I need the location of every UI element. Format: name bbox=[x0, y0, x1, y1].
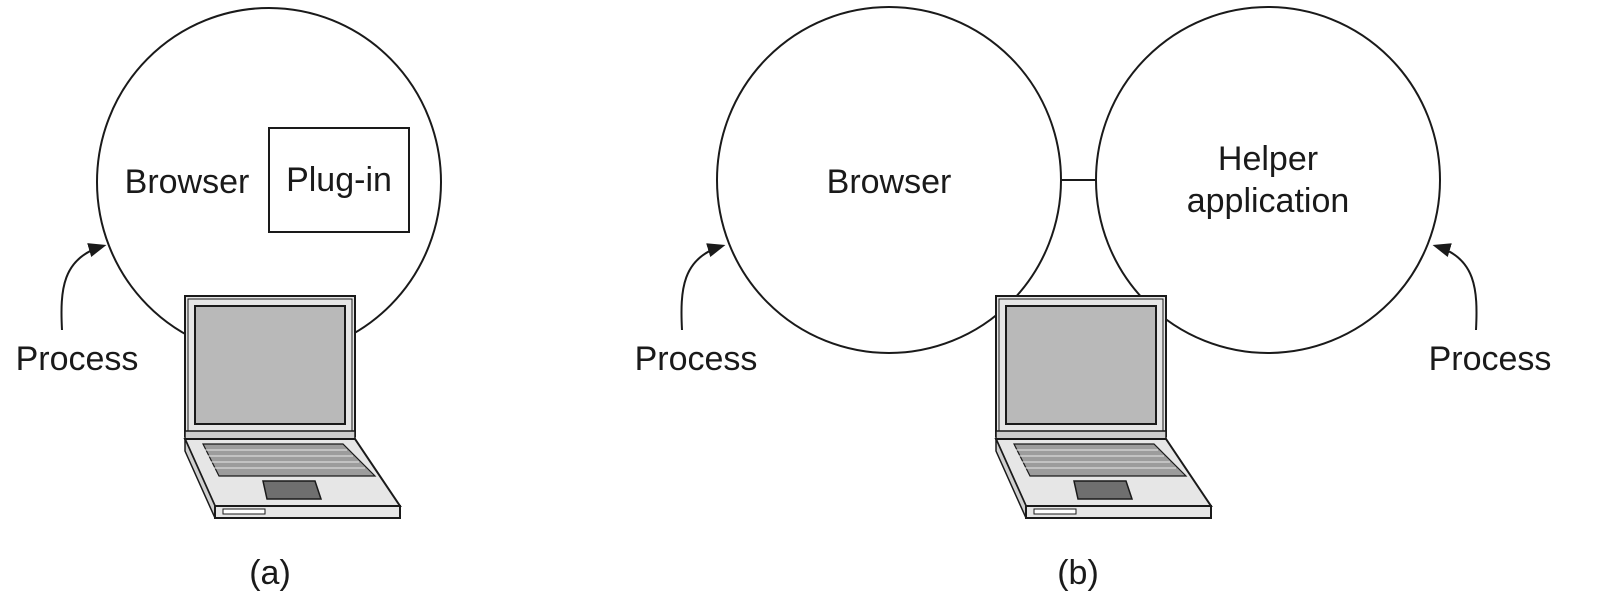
helper-label-line2: application bbox=[1187, 182, 1350, 220]
panel-a: Browser Plug-in Process (a) bbox=[16, 7, 442, 592]
caption-a: (a) bbox=[249, 554, 291, 592]
process-left-label: Process bbox=[635, 340, 758, 378]
arrow-icon bbox=[680, 243, 726, 331]
browser-label: Browser bbox=[125, 163, 250, 201]
laptop-icon bbox=[995, 295, 1212, 519]
helper-label-line1: Helper bbox=[1218, 140, 1318, 178]
caption-b: (b) bbox=[1057, 554, 1099, 592]
plugin-label: Plug-in bbox=[286, 161, 392, 199]
plugin-box bbox=[268, 127, 410, 233]
arrow-icon bbox=[60, 243, 107, 331]
process-right-label: Process bbox=[1429, 340, 1552, 378]
panel-b: Browser Helper application Process Proce… bbox=[635, 6, 1552, 592]
arrow-icon bbox=[1432, 243, 1478, 331]
laptop-icon bbox=[184, 295, 401, 519]
process-label: Process bbox=[16, 340, 139, 378]
browser-label: Browser bbox=[827, 163, 952, 201]
